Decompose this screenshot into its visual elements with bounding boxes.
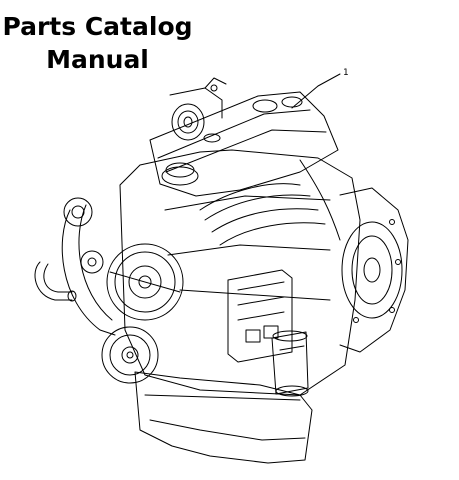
drive-belt [61, 197, 116, 336]
oil-filter [271, 330, 309, 397]
oil-pan [134, 371, 313, 464]
title-line-2: Manual [46, 45, 149, 74]
fuel-lines [199, 159, 341, 246]
vibration-damper [101, 326, 159, 384]
valve-cover [149, 91, 339, 197]
turbocharger [169, 77, 227, 141]
title-line-1: Parts Catalog [2, 12, 193, 41]
page-title: Parts Catalog Manual [0, 10, 195, 76]
flywheel-housing [339, 187, 409, 353]
engine-block [119, 149, 361, 396]
coolant-hose [34, 261, 77, 302]
crankshaft-pulley [106, 243, 184, 321]
part-callout-number: 1 [343, 68, 349, 78]
callout-leader-line [291, 73, 341, 109]
ecu-module [227, 269, 293, 363]
